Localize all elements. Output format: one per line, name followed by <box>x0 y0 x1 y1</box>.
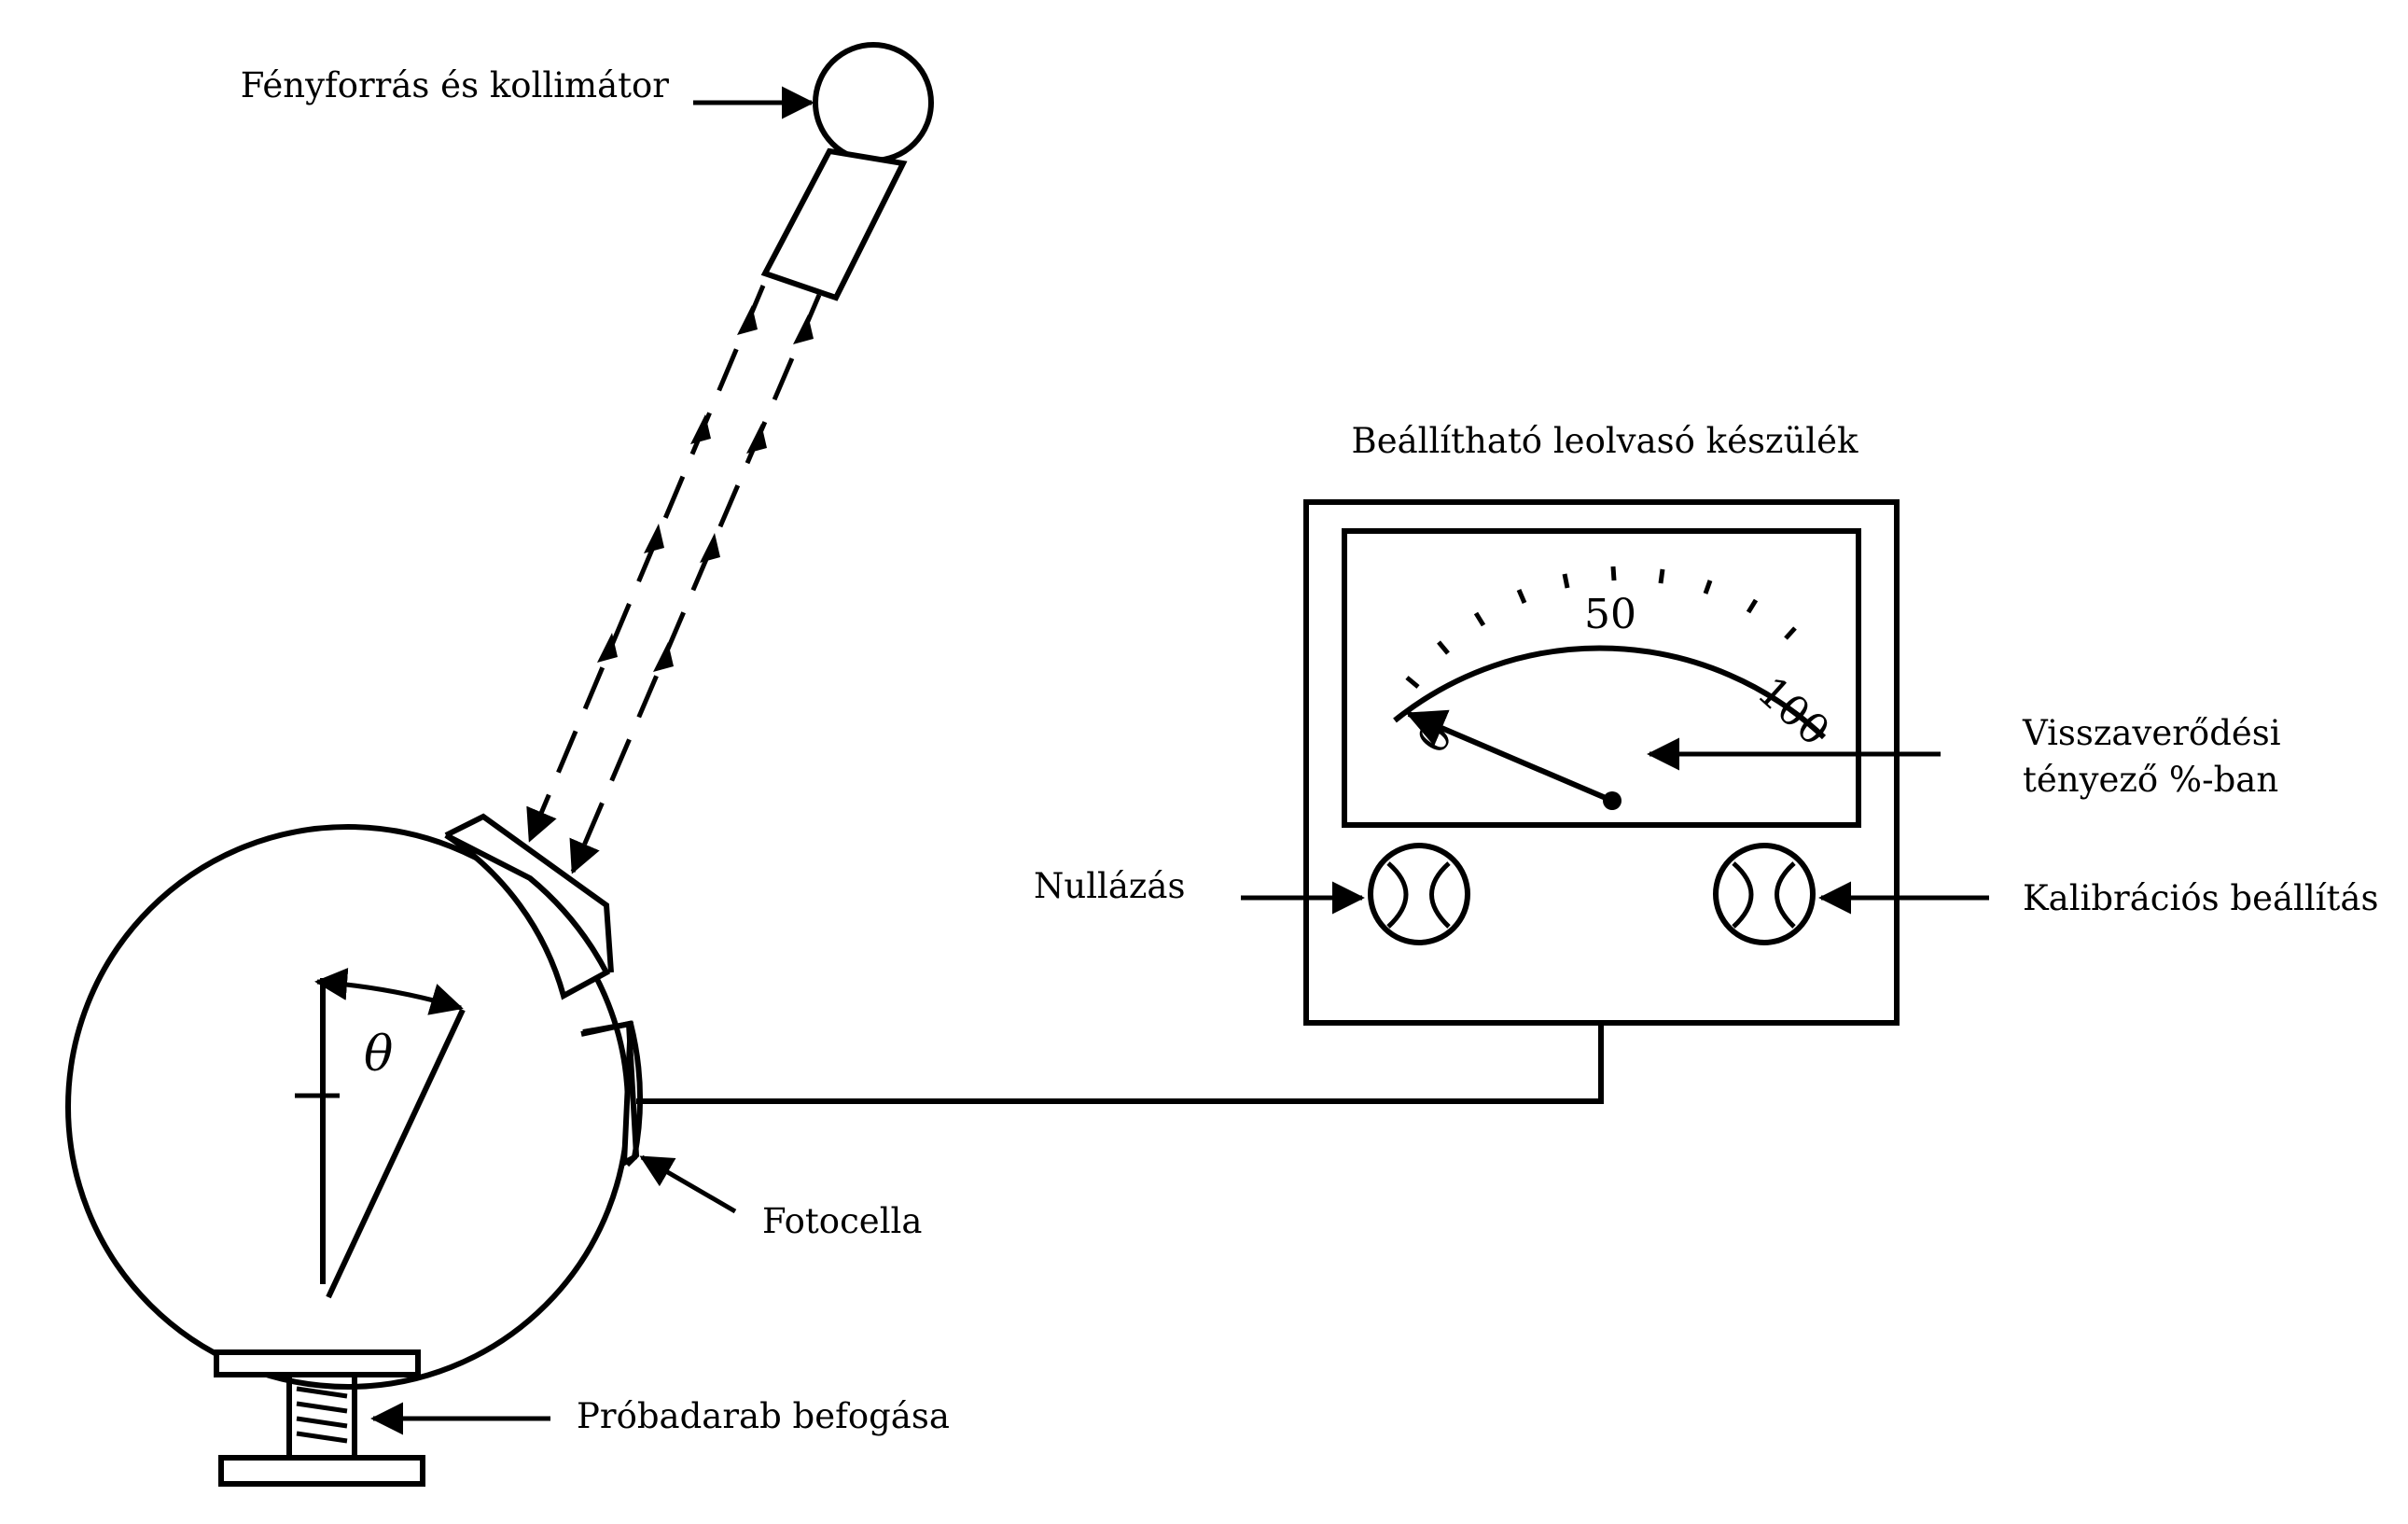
light-source-label: Fényforrás és kollimátor <box>241 65 670 105</box>
light-source-collimator <box>760 42 934 301</box>
readout-device: 0 50 100 <box>1303 499 1900 1026</box>
meter-needle <box>1405 709 1614 804</box>
reflectance-label-line2: tényező %-ban <box>2023 760 2278 800</box>
reflectance-label-line1: Visszaverődési <box>2022 713 2281 753</box>
angle-theta-label: θ <box>364 1027 393 1083</box>
clamp-top-plate <box>214 1349 421 1377</box>
clamp-bottom-plate <box>218 1455 425 1487</box>
light-beam-left <box>526 285 766 843</box>
collimator-tube <box>760 147 908 301</box>
meter-scale-ticks <box>1405 566 1797 689</box>
meter-window <box>1342 528 1861 828</box>
specimen-clamp-label: Próbadarab befogása <box>577 1396 950 1436</box>
incidence-line <box>326 1008 466 1299</box>
signal-cable <box>636 1025 1604 1104</box>
calibration-label: Kalibrációs beállítás <box>2023 878 2378 918</box>
calibration-knob[interactable] <box>1713 843 1816 945</box>
specimen-clamp <box>214 1349 425 1487</box>
photocell-leader <box>639 1154 737 1214</box>
needle-pivot <box>1603 791 1622 810</box>
clamp-spring <box>296 1386 348 1444</box>
meter-scale-label-50: 50 <box>1584 591 1636 638</box>
angle-arc <box>314 967 464 1015</box>
photocell-label: Fotocella <box>762 1201 922 1241</box>
measuring-head: θ <box>65 813 643 1390</box>
light-beam-right <box>569 294 822 874</box>
zeroing-label: Nullázás <box>1034 866 1185 906</box>
meter-scale-arc <box>1393 645 1827 740</box>
light-entry-window <box>444 832 611 1000</box>
light-beams <box>526 285 822 874</box>
readout-device-label: Beállítható leolvasó készülék <box>1352 421 1858 461</box>
zero-knob[interactable] <box>1368 843 1470 945</box>
light-source-bulb <box>813 42 934 163</box>
